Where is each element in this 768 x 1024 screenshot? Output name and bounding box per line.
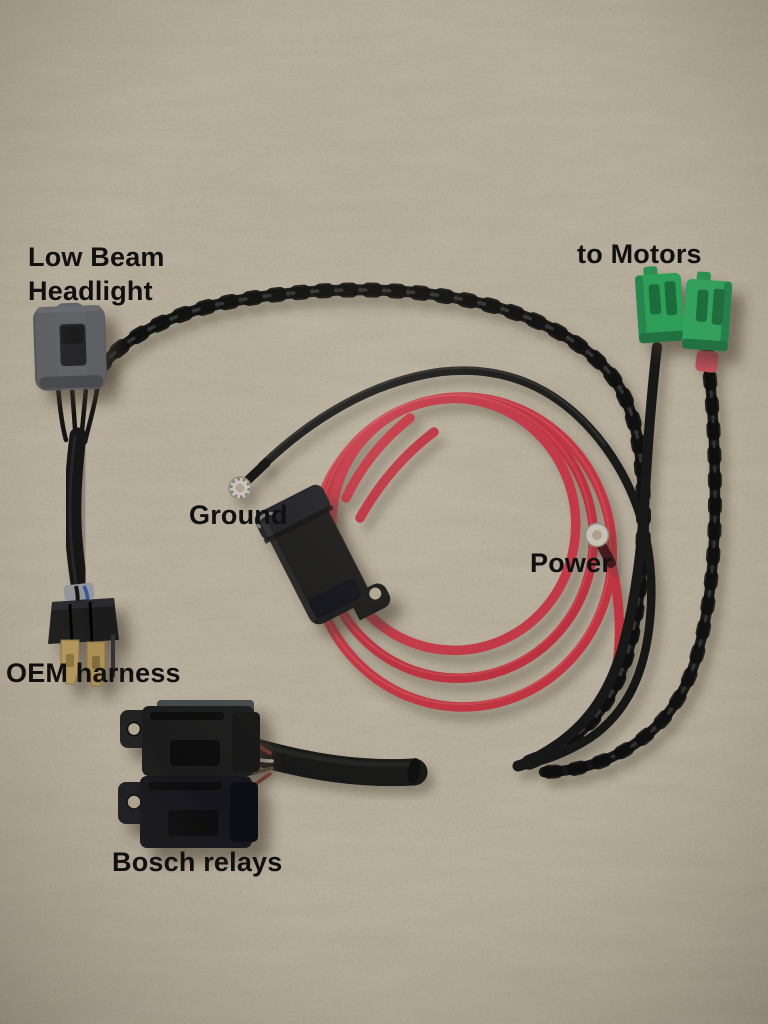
label-oem-harness: OEM harness: [6, 658, 181, 688]
label-ground: Ground: [189, 500, 288, 530]
label-bosch-relays: Bosch relays: [112, 847, 283, 877]
label-low-beam-headlight: Low Beam Headlight: [28, 240, 165, 308]
label-low-beam-line1: Low Beam: [28, 242, 165, 272]
label-power: Power: [530, 548, 613, 578]
label-low-beam-line2: Headlight: [28, 276, 153, 306]
label-to-motors: to Motors: [577, 239, 702, 269]
